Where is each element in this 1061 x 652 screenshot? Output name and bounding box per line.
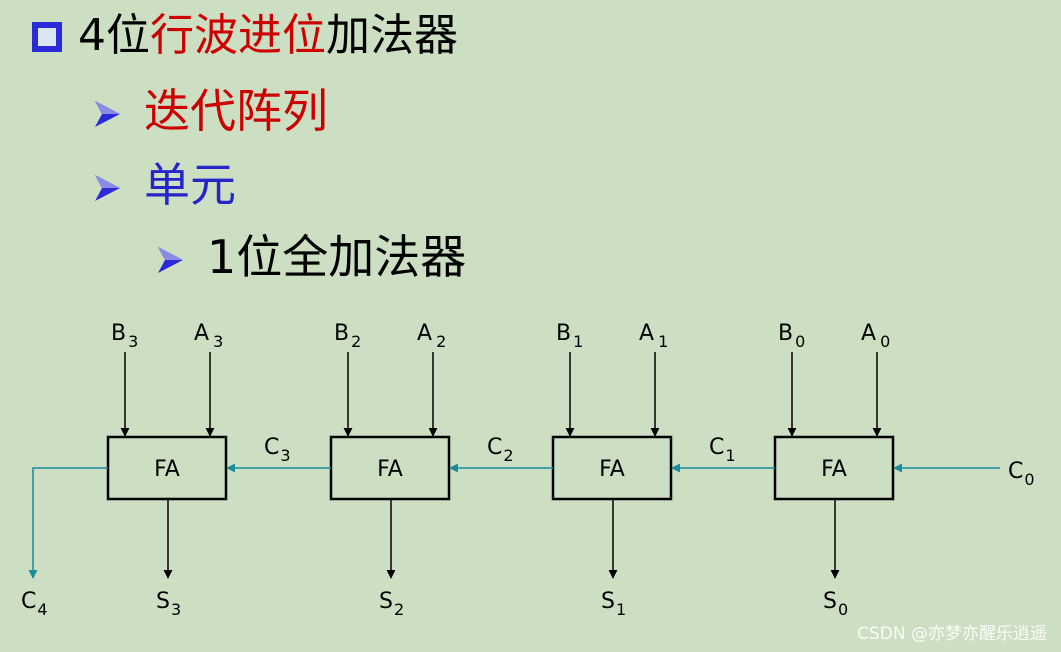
full-adder-label: FA [821, 457, 847, 482]
carry-label: C2 [487, 435, 514, 465]
arrow-bullet-icon [95, 101, 120, 127]
arrow-bullet-icon [158, 247, 183, 273]
sum-output-label: S2 [379, 589, 404, 619]
title-prefix: 4位 [78, 10, 150, 61]
carry-out-label: C4 [21, 589, 48, 619]
sum-output-label: S3 [156, 589, 181, 619]
sub-bullet-text: 1位全加法器 [207, 230, 467, 284]
bullet-text: 迭代阵列 [144, 84, 328, 138]
full-adder-label: FA [599, 457, 625, 482]
sum-output-label: S0 [823, 589, 848, 619]
sum-output-label: S1 [601, 589, 626, 619]
arrow-bullet-icon [95, 175, 120, 201]
carry-label: C3 [264, 435, 291, 465]
title-line: 4位行波进位加法器 [32, 14, 458, 58]
bullet-cell: 单元 [92, 162, 236, 208]
sub-bullet-full-adder: 1位全加法器 [155, 234, 466, 280]
carry-in-label: C0 [1008, 459, 1035, 489]
watermark: CSDN @亦梦亦醒乐逍遥 [857, 624, 1047, 644]
bullet-text: 单元 [144, 158, 236, 212]
full-adder-label: FA [154, 457, 180, 482]
carry-out-arrow [28, 467, 108, 579]
title-suffix: 加法器 [326, 10, 458, 61]
full-adder-label: FA [377, 457, 403, 482]
bullet-iterative-array: 迭代阵列 [92, 88, 328, 134]
square-bullet-icon [32, 22, 62, 52]
title-highlight: 行波进位 [150, 10, 326, 61]
carry-label: C1 [709, 435, 736, 465]
